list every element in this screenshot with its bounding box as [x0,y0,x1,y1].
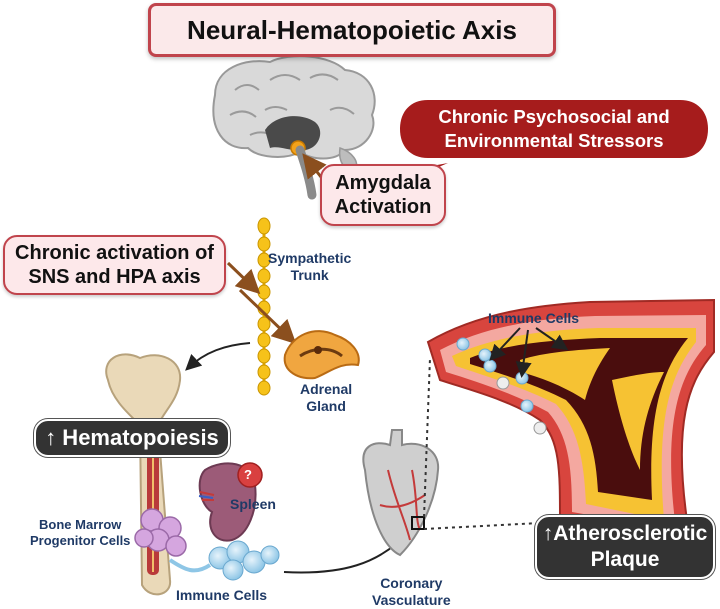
sns-arrow [226,261,261,295]
artery-icon [426,298,715,542]
immune-arrow-3 [535,327,569,351]
immune-cells-bottom-label: Immune Cells [176,587,268,603]
athero-line2: Plaque [590,548,660,571]
zoom-connector-right [423,522,541,530]
adrenal-line1: Adrenal [300,381,353,397]
bone-marrow-line1: Bone Marrow [39,517,122,532]
stressors-line1: Chronic Psychosocial and [438,106,670,127]
adrenal-line2: Gland [306,398,346,414]
adrenal-gland-label: Adrenal Gland [300,381,352,415]
stressors-banner: Chronic Psychosocial and Environmental S… [398,98,710,160]
athero-line1: ↑Atherosclerotic [542,522,708,545]
hematopoiesis-box: ↑ Hematopoiesis [34,419,230,457]
chronic-activation-box: Chronic activation of SNS and HPA axis [3,235,226,295]
bone-icon [105,353,182,596]
stressors-shape [400,100,708,158]
amygdala-line2: Activation [334,196,432,218]
amygdala-line1: Amygdala [335,172,431,194]
sympathetic-trunk-label: Sympathetic Trunk [268,250,351,284]
immune-cells-top-label: Immune Cells [488,310,580,326]
amygdala-box: Amygdala Activation [320,164,446,226]
coronary-line2: Vasculature [372,592,451,608]
coronary-line1: Coronary [380,575,443,591]
stressors-line2: Environmental Stressors [444,130,664,151]
spleen-question-mark: ? [244,467,252,482]
question-icon [237,462,263,488]
chronic-line1: Chronic activation of [15,242,214,264]
sympathetic-line2: Trunk [290,267,329,283]
sympathetic-trunk-icon [257,217,271,396]
immune-arrow-2 [515,329,532,378]
zoom-connector-up [423,357,431,518]
adrenal-gland-icon [283,330,360,380]
atherosclerotic-box: ↑Atherosclerotic Plaque [535,515,715,579]
page-title: Neural-Hematopoietic Axis [148,3,556,57]
chronic-line2: SNS and HPA axis [28,266,201,288]
artery-immune-cells [456,337,547,435]
immune-arrow-1 [489,327,521,361]
heart-icon [362,429,440,557]
bone-marrow-line2: Progenitor Cells [30,533,131,548]
bone-marrow-label: Bone Marrow Progenitor Cells [30,517,130,549]
trunk-to-bone-arrow [185,342,251,371]
progenitor-cells-icon [134,508,187,557]
coronary-vasculature-label: Coronary Vasculature [372,575,451,609]
hpa-arrow [238,288,297,345]
sympathetic-line1: Sympathetic [268,250,352,266]
spleen-label: Spleen [230,496,276,512]
immune-cell-icon [168,540,280,581]
